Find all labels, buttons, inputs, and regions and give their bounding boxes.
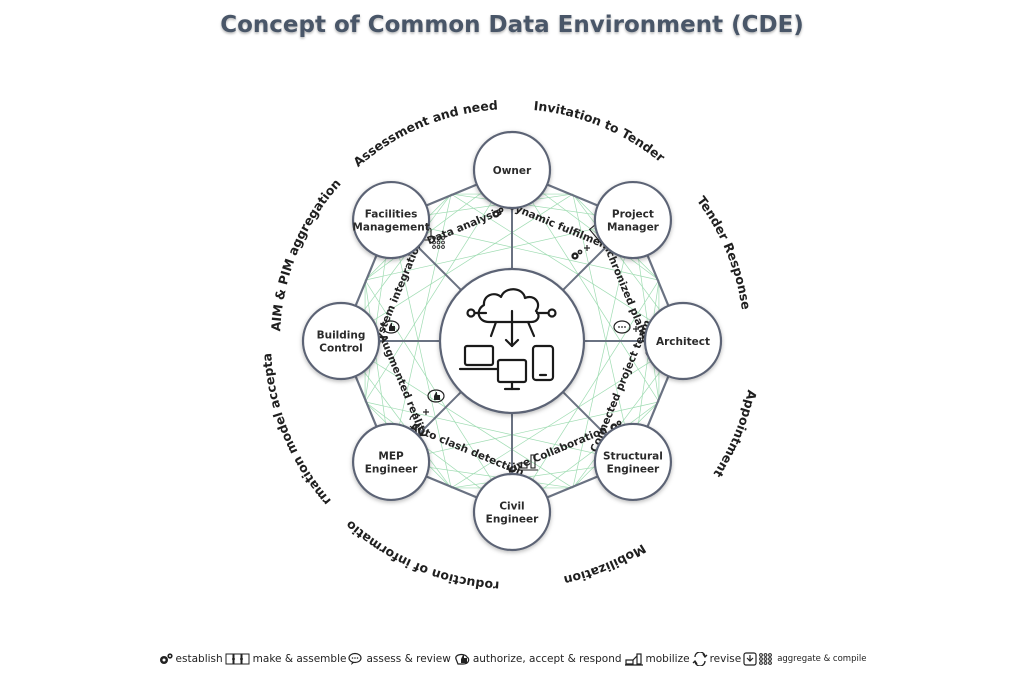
mesh-line xyxy=(364,219,633,281)
mesh-line xyxy=(391,219,660,281)
phase-label-text: Invitation to Tender xyxy=(533,98,668,165)
node-label: Engineer xyxy=(486,514,539,526)
node-label: Civil xyxy=(499,501,524,513)
mesh-line xyxy=(511,279,660,513)
node-label: Management xyxy=(352,222,429,234)
mesh-line xyxy=(340,193,574,342)
legend-item-make: make & assemble xyxy=(225,652,347,666)
revise-icon xyxy=(692,652,708,666)
node-circle xyxy=(593,422,673,502)
mobilize-icon xyxy=(518,454,538,471)
mesh-line xyxy=(340,340,574,489)
phase-label-text: Production of information xyxy=(0,0,500,594)
thumbs-up-icon xyxy=(455,653,470,665)
node-label: Architect xyxy=(656,336,710,348)
phase-label-text: Mobilization xyxy=(562,541,648,588)
mesh-line xyxy=(390,193,452,462)
legend-label: assess & review xyxy=(366,653,451,665)
mesh-line xyxy=(572,220,634,489)
legend-label: mobilize xyxy=(645,653,690,665)
phase-label: Production of information xyxy=(0,0,500,594)
legend-item-mobilize: mobilize xyxy=(624,652,690,666)
thumbs-up-icon xyxy=(427,389,445,403)
node-circle xyxy=(351,180,431,260)
puzzle-icon xyxy=(225,653,250,665)
mesh-line xyxy=(391,401,660,463)
phase-label-text: Tender Response xyxy=(694,193,754,310)
phase-label: Mobilization xyxy=(562,541,648,588)
node-label: Engineer xyxy=(607,463,660,475)
plus-icon xyxy=(633,326,639,332)
legend-label: revise xyxy=(709,653,742,665)
thumbs-up-icon xyxy=(382,320,400,334)
legend-item-aggregate: aggregate & compile xyxy=(743,652,866,666)
node-circle xyxy=(643,301,723,381)
node-owner: Owner xyxy=(472,130,552,210)
node-label: Structural xyxy=(603,450,663,462)
cloud-devices-icon xyxy=(458,288,557,391)
node-label: Owner xyxy=(493,165,532,177)
mesh-line xyxy=(450,193,684,342)
mesh-line xyxy=(450,340,684,489)
phase-label: Invitation to Tender xyxy=(533,98,668,165)
mesh-line xyxy=(511,169,660,403)
legend: establish make & assemble assess & revie… xyxy=(0,652,1024,666)
mesh-line xyxy=(572,193,634,462)
speech-bubbles-icon xyxy=(348,652,363,665)
aggregate-icon xyxy=(743,652,773,666)
node-circle xyxy=(593,180,673,260)
gears-icon xyxy=(159,653,173,664)
legend-label: authorize, accept & respond xyxy=(472,653,622,665)
plus-icon xyxy=(423,409,429,415)
node-circle xyxy=(472,472,552,552)
node-label: Project xyxy=(612,209,654,221)
node-circle xyxy=(351,422,431,502)
phase-label: Appointment xyxy=(711,389,760,480)
phase-label-text: Appointment xyxy=(711,389,760,480)
speech-bubbles-icon xyxy=(613,320,631,334)
phase-label: Information model acceptance xyxy=(0,0,334,509)
mesh-line xyxy=(390,220,452,489)
legend-label: make & assemble xyxy=(252,653,347,665)
legend-item-assess: assess & review xyxy=(348,652,451,666)
revise-icon xyxy=(409,413,421,429)
node-circle xyxy=(472,130,552,210)
node-label: Facilities xyxy=(365,209,418,221)
cde-hub xyxy=(438,267,586,415)
legend-item-authorize: authorize, accept & respond xyxy=(453,652,622,666)
node-label: Manager xyxy=(607,222,660,234)
plus-icon xyxy=(584,245,590,251)
phase-label-text: Information model acceptance xyxy=(0,0,334,509)
legend-item-revise: revise xyxy=(692,652,742,666)
phase-label: Tender Response xyxy=(694,193,754,310)
mobilize-icon xyxy=(624,653,643,666)
stakeholder-nodes: OwnerProjectManagerArchitectStructuralEn… xyxy=(301,130,723,552)
node-architect: Architect xyxy=(643,301,723,381)
node-label: Engineer xyxy=(365,463,418,475)
mesh-line xyxy=(364,169,513,403)
node-label: MEP xyxy=(378,450,404,462)
mesh-line xyxy=(364,401,633,463)
legend-label: aggregate & compile xyxy=(777,654,867,664)
node-label: Control xyxy=(319,343,362,355)
legend-item-establish: establish xyxy=(158,652,223,666)
node-label: Building xyxy=(317,330,366,342)
page-title: Concept of Common Data Environment (CDE) xyxy=(220,12,804,38)
legend-label: establish xyxy=(175,653,223,665)
gears-icon xyxy=(492,207,504,218)
node-circle xyxy=(301,301,381,381)
gears-icon xyxy=(571,249,583,260)
